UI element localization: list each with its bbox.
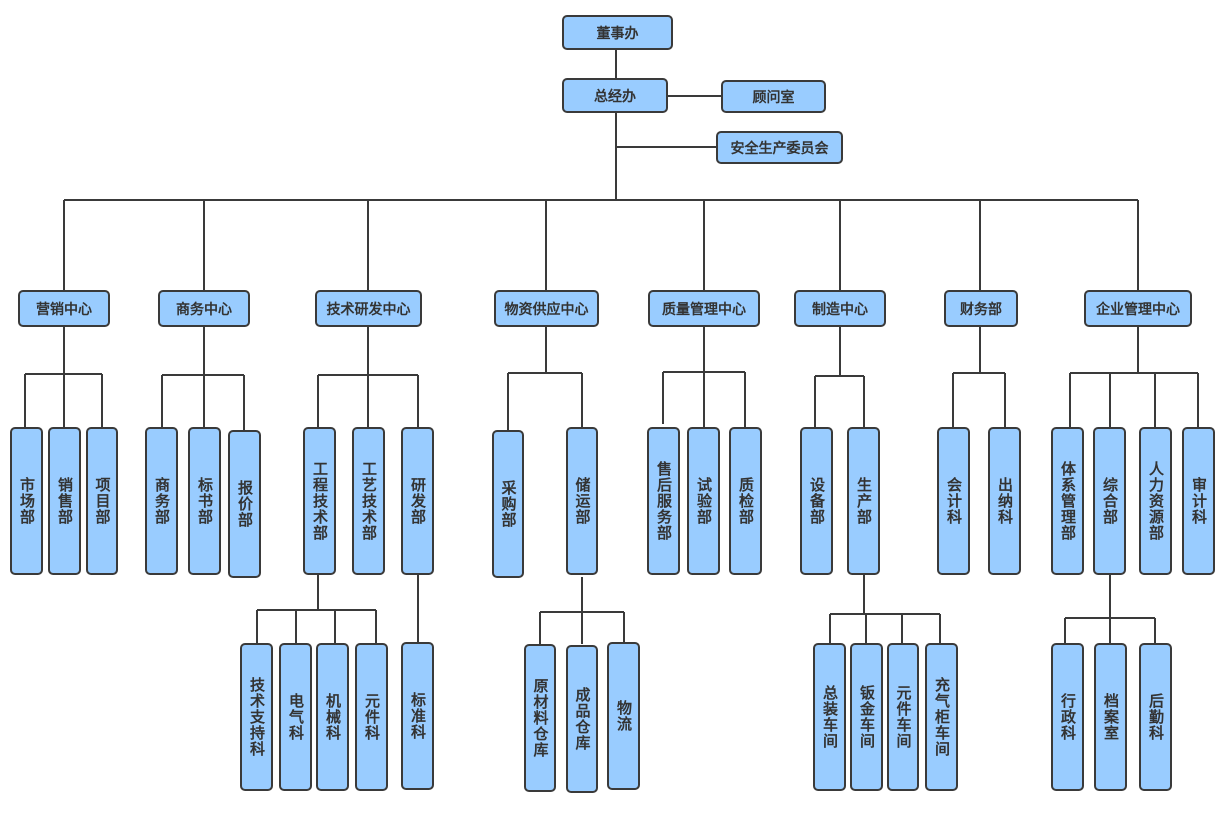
node-board: 董事办 (562, 15, 673, 50)
node-supply-center: 物资供应中心 (494, 290, 599, 327)
node-mechanical-section: 机械科 (316, 643, 349, 791)
node-quality-center: 质量管理中心 (648, 290, 760, 327)
node-standards-section: 标准科 (401, 642, 434, 790)
node-market-dept: 市场部 (10, 427, 43, 575)
node-audit-section: 审计科 (1182, 427, 1215, 575)
node-logistics-support-section: 后勤科 (1139, 643, 1172, 791)
node-finished-goods-warehouse: 成品仓库 (566, 645, 598, 793)
node-safety-committee: 安全生产委员会 (716, 131, 843, 164)
node-accounting-section: 会计科 (937, 427, 970, 575)
node-enterprise-center: 企业管理中心 (1084, 290, 1192, 327)
node-raw-material-warehouse: 原材料仓库 (524, 644, 556, 792)
node-general-manager: 总经办 (562, 78, 668, 113)
node-after-sales-dept: 售后服务部 (647, 427, 680, 575)
node-archives-room: 档案室 (1094, 643, 1127, 791)
node-tech-rnd-center: 技术研发中心 (315, 290, 422, 327)
node-administration-section: 行政科 (1051, 643, 1084, 791)
node-assembly-workshop: 总装车间 (813, 643, 846, 791)
node-engineering-tech-dept: 工程技术部 (303, 427, 336, 575)
node-finance-dept: 财务部 (944, 290, 1018, 327)
connector-manufacturing (814, 327, 865, 427)
connector-supply (507, 327, 583, 430)
node-manufacturing-center: 制造中心 (794, 290, 886, 327)
node-testing-dept: 试验部 (687, 427, 720, 575)
connector-storage (539, 577, 625, 644)
connector-finance (952, 327, 1006, 427)
node-advisor: 顾问室 (721, 80, 826, 113)
connector-production (829, 575, 941, 643)
node-bidding-dept: 标书部 (188, 427, 221, 575)
node-cashier-section: 出纳科 (988, 427, 1021, 575)
node-quotation-dept: 报价部 (228, 430, 261, 578)
connector-marketing (24, 327, 103, 427)
node-equipment-dept: 设备部 (800, 427, 833, 575)
node-sales-dept: 销售部 (48, 427, 81, 575)
node-human-resources-dept: 人力资源部 (1139, 427, 1172, 575)
connector-engineering (256, 575, 377, 643)
node-component-section: 元件科 (355, 643, 388, 791)
node-electrical-section: 电气科 (279, 643, 312, 791)
node-marketing-center: 营销中心 (18, 290, 110, 327)
node-business-center: 商务中心 (158, 290, 250, 327)
connector-quality (662, 327, 746, 427)
node-component-workshop: 元件车间 (887, 643, 919, 791)
node-sheet-metal-workshop: 钣金车间 (850, 643, 883, 791)
node-general-affairs-dept: 综合部 (1093, 427, 1126, 575)
node-logistics: 物流 (607, 642, 640, 790)
connector-div-drop (63, 200, 1139, 290)
node-tech-support-section: 技术支持科 (240, 643, 273, 791)
node-rnd-dept: 研发部 (401, 427, 434, 575)
connector-general (1064, 575, 1156, 643)
node-process-tech-dept: 工艺技术部 (352, 427, 385, 575)
node-system-management-dept: 体系管理部 (1051, 427, 1084, 575)
connector-enterprise (1069, 327, 1199, 427)
connector-business (161, 327, 245, 430)
node-production-dept: 生产部 (847, 427, 880, 575)
node-storage-transport-dept: 储运部 (566, 427, 598, 575)
node-quality-inspection-dept: 质检部 (729, 427, 762, 575)
node-commerce-dept: 商务部 (145, 427, 178, 575)
node-project-dept: 项目部 (86, 427, 118, 575)
connector-tech (317, 327, 419, 427)
node-purchasing-dept: 采购部 (492, 430, 524, 578)
node-gas-cabinet-workshop: 充气柜车间 (925, 643, 958, 791)
